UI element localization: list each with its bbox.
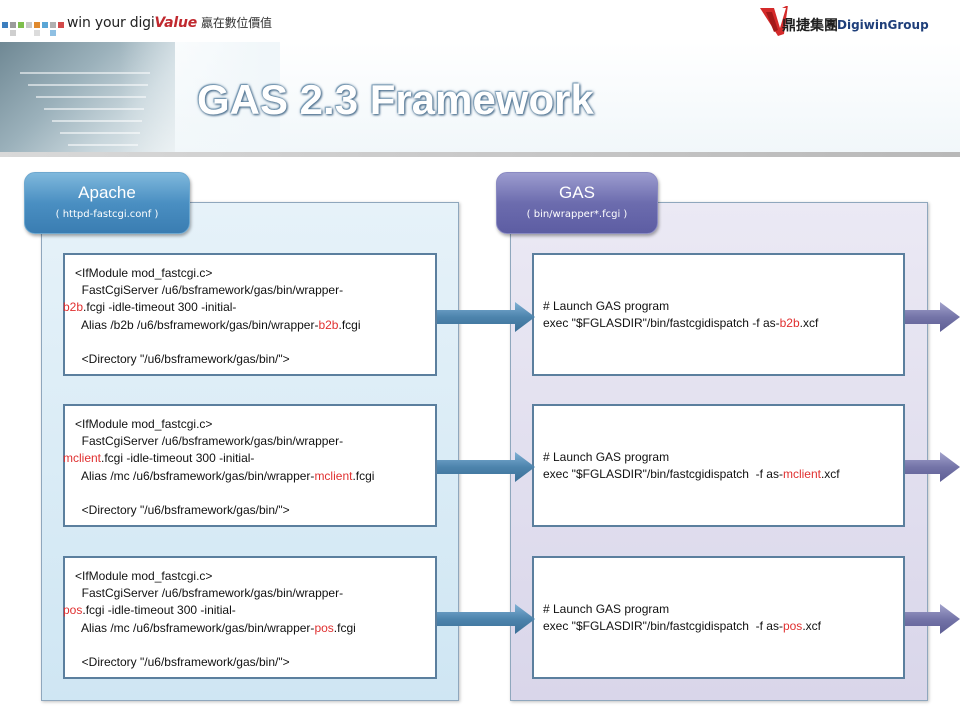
page-title: GAS 2.3 Framework xyxy=(197,76,594,123)
config-line: <Directory "/u6/bsframework/gas/bin/"> xyxy=(75,503,290,517)
config-line: FastCgiServer /u6/bsframework/gas/bin/wr… xyxy=(75,283,344,297)
brand-square xyxy=(10,30,16,36)
arrow-right-icon xyxy=(437,604,535,634)
script-line: exec "$FGLASDIR"/bin/fastcgidispatch -f … xyxy=(543,316,819,330)
brand-square xyxy=(2,22,8,28)
script-line: exec "$FGLASDIR"/bin/fastcgidispatch -f … xyxy=(543,467,840,481)
apache-config-box-b2b: <IfModule mod_fastcgi.c> FastCgiServer /… xyxy=(63,253,437,376)
digiwin-logo-icon xyxy=(760,6,788,36)
highlight-name: b2b xyxy=(318,318,339,332)
brand-square xyxy=(58,22,64,28)
arrow-right-icon xyxy=(905,604,960,634)
brand-square xyxy=(34,30,40,36)
highlight-name: b2b xyxy=(779,316,800,330)
config-line: <IfModule mod_fastcgi.c> xyxy=(75,569,213,583)
script-line: # Launch GAS program xyxy=(543,450,670,464)
config-line: Alias /mc /u6/bsframework/gas/bin/wrappe… xyxy=(75,469,375,483)
config-line: pos.fcgi -idle-timeout 300 -initial- xyxy=(63,603,236,617)
gas-script-box-mclient: # Launch GAS program exec "$FGLASDIR"/bi… xyxy=(532,404,905,527)
gas-header: GAS ( bin/wrapper*.fcgi ) xyxy=(496,172,658,234)
highlight-name: mclient xyxy=(63,451,102,465)
apache-title: Apache xyxy=(78,183,136,202)
brand-square xyxy=(10,22,16,28)
highlight-name: pos xyxy=(782,619,803,633)
apache-subtitle: ( httpd-fastcgi.conf ) xyxy=(55,209,159,220)
gas-subtitle: ( bin/wrapper*.fcgi ) xyxy=(526,209,628,220)
photo-fade xyxy=(120,42,280,152)
apache-header: Apache ( httpd-fastcgi.conf ) xyxy=(24,172,190,234)
config-line: mclient.fcgi -idle-timeout 300 -initial- xyxy=(63,451,255,465)
config-line: FastCgiServer /u6/bsframework/gas/bin/wr… xyxy=(75,434,344,448)
config-line: <Directory "/u6/bsframework/gas/bin/"> xyxy=(75,352,290,366)
gas-script-box-b2b: # Launch GAS program exec "$FGLASDIR"/bi… xyxy=(532,253,905,376)
config-line: <IfModule mod_fastcgi.c> xyxy=(75,266,213,280)
config-line: <IfModule mod_fastcgi.c> xyxy=(75,417,213,431)
apache-config-box-pos: <IfModule mod_fastcgi.c> FastCgiServer /… xyxy=(63,556,437,679)
script-line: # Launch GAS program xyxy=(543,299,670,313)
config-line: b2b.fcgi -idle-timeout 300 -initial- xyxy=(63,300,237,314)
brand-square xyxy=(50,30,56,36)
brand-square xyxy=(50,22,56,28)
slogan-prefix: win your digi xyxy=(67,15,155,31)
script-line: # Launch GAS program xyxy=(543,602,670,616)
gas-title: GAS xyxy=(559,183,595,202)
brand-square xyxy=(26,22,32,28)
highlight-name: b2b xyxy=(63,300,84,314)
arrow-right-icon xyxy=(437,452,535,482)
logo-chinese-text: 鼎捷集團 xyxy=(782,18,838,34)
brand-square xyxy=(18,22,24,28)
slogan-cn: 贏在數位價值 xyxy=(201,16,272,30)
gas-script-box-pos: # Launch GAS program exec "$FGLASDIR"/bi… xyxy=(532,556,905,679)
brand-square xyxy=(34,22,40,28)
config-line: Alias /b2b /u6/bsframework/gas/bin/wrapp… xyxy=(75,318,361,332)
banner-divider xyxy=(0,152,960,157)
arrow-right-icon xyxy=(437,302,535,332)
logo-english-text: DigiwinGroup xyxy=(837,18,929,32)
apache-config-box-mclient: <IfModule mod_fastcgi.c> FastCgiServer /… xyxy=(63,404,437,527)
highlight-name: mclient xyxy=(314,469,353,483)
config-line: Alias /mc /u6/bsframework/gas/bin/wrappe… xyxy=(75,621,356,635)
config-line: <Directory "/u6/bsframework/gas/bin/"> xyxy=(75,655,290,669)
slogan-value: Value xyxy=(154,15,198,31)
brand-square xyxy=(42,22,48,28)
highlight-name: pos xyxy=(314,621,334,635)
highlight-name: mclient xyxy=(782,467,821,481)
highlight-name: pos xyxy=(63,603,83,617)
arrow-right-icon xyxy=(905,452,960,482)
script-line: exec "$FGLASDIR"/bin/fastcgidispatch -f … xyxy=(543,619,821,633)
config-line: FastCgiServer /u6/bsframework/gas/bin/wr… xyxy=(75,586,344,600)
top-header-bar xyxy=(0,0,960,42)
arrow-right-icon xyxy=(905,302,960,332)
